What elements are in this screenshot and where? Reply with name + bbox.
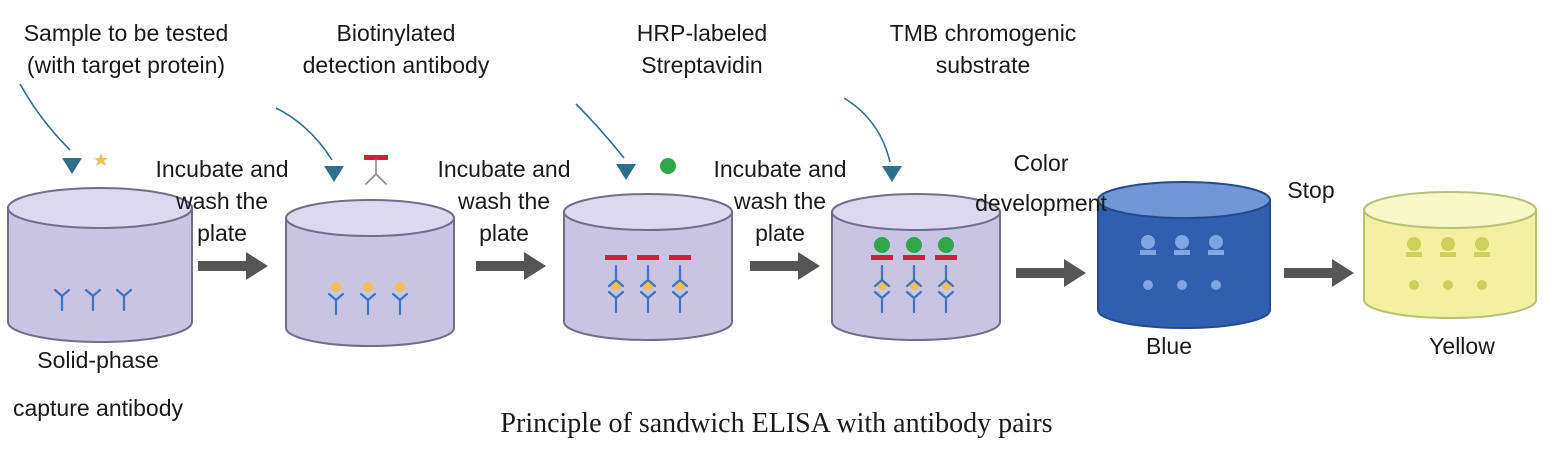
label-line: Yellow bbox=[1429, 333, 1495, 359]
step-label-1: Incubate and wash the plate bbox=[152, 153, 292, 249]
pointer-arrow-icon bbox=[575, 103, 625, 159]
pointer-head-icon bbox=[616, 164, 636, 180]
label-line: wash the bbox=[175, 188, 269, 214]
well-label-blue: Blue bbox=[1124, 330, 1214, 362]
label-line: HRP-labeled bbox=[636, 20, 768, 46]
yellow-product-icon bbox=[1406, 237, 1490, 290]
reagent-label-sample: Sample to be tested (with target protein… bbox=[0, 17, 252, 81]
label-line: Blue bbox=[1145, 333, 1193, 359]
step-arrow-icon bbox=[476, 252, 546, 280]
label-line: Incubate and bbox=[155, 156, 289, 182]
well-yellow bbox=[1363, 191, 1537, 319]
label-line: Incubate and bbox=[437, 156, 571, 182]
label-line: wash the bbox=[457, 188, 551, 214]
label-line: wash the bbox=[733, 188, 827, 214]
step-label-color: Color development bbox=[966, 143, 1116, 223]
label-line: substrate bbox=[935, 52, 1031, 78]
pointer-head-icon bbox=[62, 158, 82, 174]
label-line: Stop bbox=[1287, 177, 1335, 203]
pointer-arrow-icon bbox=[19, 83, 71, 151]
step-arrow-icon bbox=[198, 252, 268, 280]
label-line: Solid-phase bbox=[37, 347, 159, 373]
target-protein-icon bbox=[94, 153, 108, 166]
step-label-2: Incubate and wash the plate bbox=[424, 153, 584, 249]
label-line: development bbox=[975, 190, 1107, 216]
well-label-capture: Solid-phase capture antibody bbox=[0, 336, 196, 432]
reagent-label-tmb: TMB chromogenic substrate bbox=[858, 17, 1108, 81]
step-arrow-icon bbox=[750, 252, 820, 280]
label-line: Incubate and bbox=[713, 156, 847, 182]
diagram-caption: Principle of sandwich ELISA with antibod… bbox=[500, 408, 1053, 439]
label-line: Color bbox=[1013, 150, 1069, 176]
well-label-yellow: Yellow bbox=[1412, 330, 1512, 362]
label-line: Sample to be tested bbox=[23, 20, 229, 46]
label-line: plate bbox=[479, 220, 529, 246]
step-label-3: Incubate and wash the plate bbox=[700, 153, 860, 249]
reagent-label-detection: Biotinylated detection antibody bbox=[276, 17, 516, 81]
capture-antibody-icon bbox=[53, 288, 133, 312]
well-blue bbox=[1097, 181, 1271, 329]
pointer-head-icon bbox=[882, 166, 902, 182]
step-arrow-icon bbox=[1284, 259, 1354, 287]
pointer-arrow-icon bbox=[275, 107, 333, 161]
label-line: Streptavidin bbox=[641, 52, 763, 78]
bound-antigen-icon bbox=[327, 282, 409, 316]
well-hrp bbox=[831, 193, 1001, 341]
label-line: plate bbox=[755, 220, 805, 246]
well-detection bbox=[563, 193, 733, 341]
label-line: TMB chromogenic bbox=[889, 20, 1077, 46]
streptavidin-icon bbox=[660, 158, 676, 174]
step-label-stop: Stop bbox=[1266, 174, 1356, 206]
well-antigen bbox=[285, 199, 455, 347]
hrp-complex-icon bbox=[871, 237, 957, 314]
reagent-label-hrp: HRP-labeled Streptavidin bbox=[592, 17, 812, 81]
pointer-arrow-icon bbox=[843, 97, 891, 163]
detection-antibody-icon bbox=[364, 155, 388, 185]
label-line: detection antibody bbox=[302, 52, 490, 78]
step-arrow-icon bbox=[1016, 259, 1086, 287]
pointer-head-icon bbox=[324, 166, 344, 182]
label-line: Biotinylated bbox=[336, 20, 456, 46]
label-line: plate bbox=[197, 220, 247, 246]
blue-product-icon bbox=[1140, 235, 1224, 290]
well-capture bbox=[7, 187, 193, 343]
label-line: capture antibody bbox=[12, 395, 184, 421]
sandwich-complex-icon bbox=[605, 255, 691, 314]
label-line: (with target protein) bbox=[26, 52, 226, 78]
